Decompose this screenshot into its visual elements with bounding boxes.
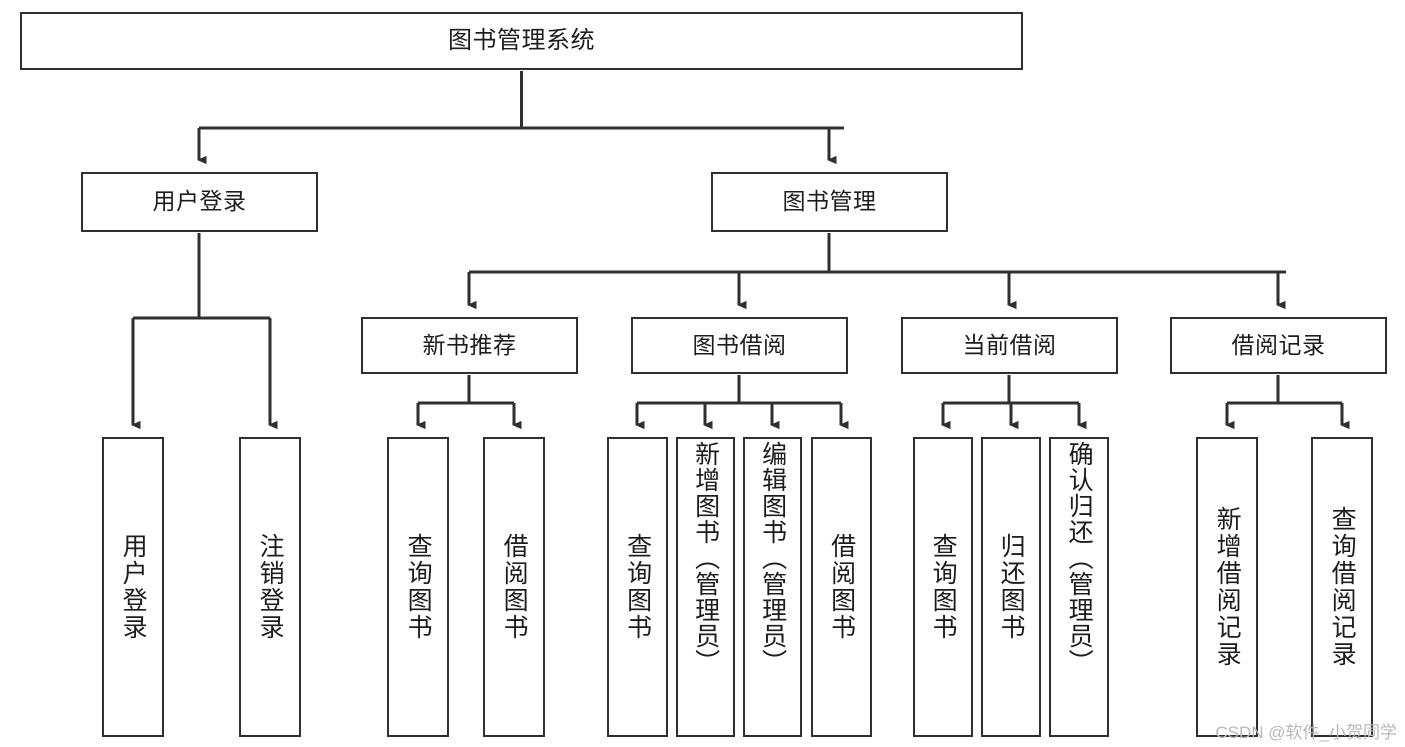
node-label: 确认归还（管理员） bbox=[1065, 441, 1094, 675]
node-label: 图书管理系统 bbox=[448, 26, 595, 54]
node-leaf-edit-book[interactable]: 编辑图书（管理员） bbox=[743, 437, 802, 737]
node-label: 借阅记录 bbox=[1231, 331, 1326, 358]
node-label: 借阅图书 bbox=[827, 533, 856, 641]
node-label: 图书借阅 bbox=[692, 331, 787, 358]
node-leaf-return-book[interactable]: 归还图书 bbox=[981, 437, 1041, 737]
node-leaf-borrow-book-recommend[interactable]: 借阅图书 bbox=[483, 437, 545, 737]
node-label: 注销登录 bbox=[256, 533, 285, 641]
node-leaf-confirm-return[interactable]: 确认归还（管理员） bbox=[1049, 437, 1109, 737]
node-leaf-query-book-borrow[interactable]: 查询图书 bbox=[607, 437, 668, 737]
node-borrow-record[interactable]: 借阅记录 bbox=[1170, 317, 1387, 374]
node-label: 编辑图书（管理员） bbox=[758, 441, 787, 675]
node-label: 图书管理 bbox=[782, 188, 877, 215]
node-leaf-add-book[interactable]: 新增图书（管理员） bbox=[676, 437, 735, 737]
node-label: 用户登录 bbox=[119, 533, 148, 641]
node-label: 新增借阅记录 bbox=[1213, 506, 1242, 668]
node-leaf-query-book-recommend[interactable]: 查询图书 bbox=[387, 437, 449, 737]
node-leaf-user-login[interactable]: 用户登录 bbox=[102, 437, 164, 737]
node-book-borrow[interactable]: 图书借阅 bbox=[631, 317, 848, 374]
node-leaf-query-borrow-record[interactable]: 查询借阅记录 bbox=[1311, 437, 1373, 737]
node-label: 当前借阅 bbox=[962, 331, 1057, 358]
node-label: 查询图书 bbox=[404, 533, 433, 641]
node-current-borrow[interactable]: 当前借阅 bbox=[901, 317, 1118, 374]
node-label: 新书推荐 bbox=[422, 331, 517, 358]
node-leaf-query-book-current[interactable]: 查询图书 bbox=[913, 437, 973, 737]
node-label: 新增图书（管理员） bbox=[691, 441, 720, 675]
node-root-book-management-system[interactable]: 图书管理系统 bbox=[20, 12, 1023, 70]
node-book-management[interactable]: 图书管理 bbox=[711, 172, 948, 232]
node-label: 归还图书 bbox=[997, 533, 1026, 641]
watermark-text: CSDN @软件_小贺同学 bbox=[1215, 723, 1397, 742]
node-new-book-recommend[interactable]: 新书推荐 bbox=[361, 317, 578, 374]
node-label: 查询图书 bbox=[623, 533, 652, 641]
node-label: 查询借阅记录 bbox=[1328, 506, 1357, 668]
node-label: 借阅图书 bbox=[500, 533, 529, 641]
node-leaf-logout-login[interactable]: 注销登录 bbox=[239, 437, 301, 737]
node-leaf-add-borrow-record[interactable]: 新增借阅记录 bbox=[1196, 437, 1258, 737]
node-label: 查询图书 bbox=[929, 533, 958, 641]
node-leaf-borrow-book-borrow[interactable]: 借阅图书 bbox=[811, 437, 872, 737]
node-label: 用户登录 bbox=[152, 188, 247, 215]
node-user-login[interactable]: 用户登录 bbox=[81, 172, 318, 232]
